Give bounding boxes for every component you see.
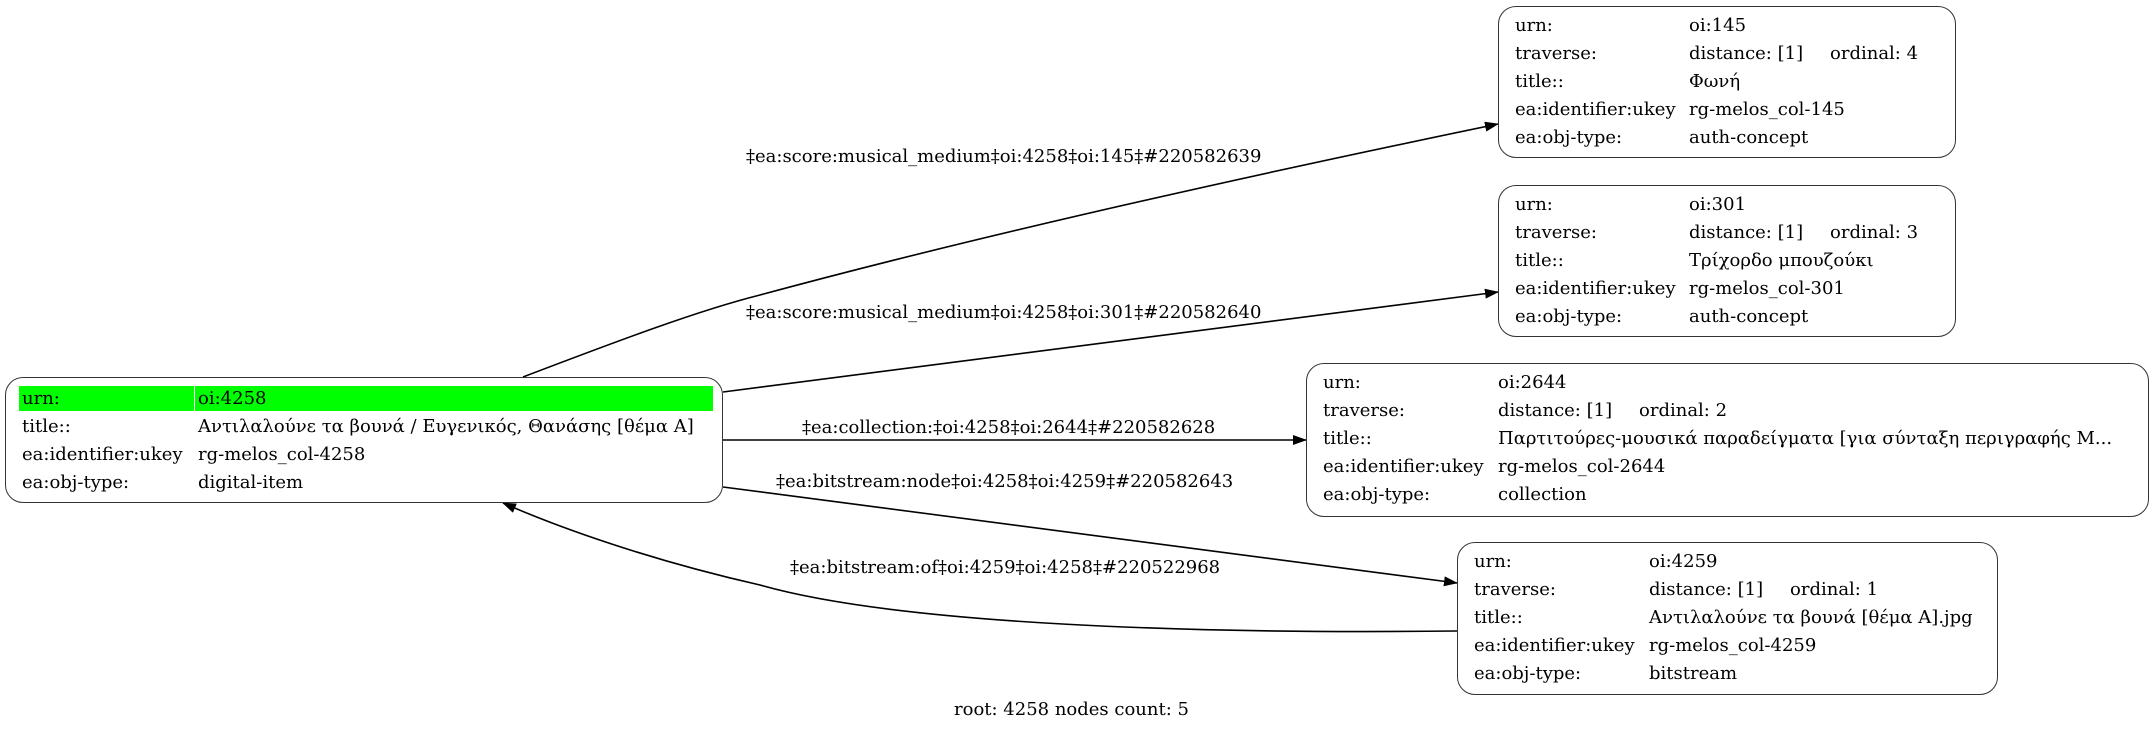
title-key: title:: <box>1323 428 1372 449</box>
distance-value: distance: [1] <box>1689 43 1804 64</box>
node-urn-row: urn: oi:301 <box>1499 192 1955 217</box>
node-urn-row: urn: oi:2644 <box>1307 370 2148 395</box>
root-title-value: Αντιλαλούνε τα βουνά / Ευγενικός, Θανάση… <box>198 416 694 437</box>
urn-key: urn: <box>1323 372 1361 393</box>
node-title-row: title:: Παρτιτούρες-μουσικά παραδείγματα… <box>1307 426 2148 451</box>
graph-footer: root: 4258 nodes count: 5 <box>954 699 1189 720</box>
root-row-ukey: ea:identifier:ukey rg-melos_col-4258 <box>6 442 722 467</box>
node-title-row: title:: Αντιλαλούνε τα βουνά [θέμα Α].jp… <box>1458 605 1997 630</box>
root-type-key: ea:obj-type: <box>22 472 130 493</box>
title-key: title:: <box>1515 71 1564 92</box>
node-ukey-row: ea:identifier:ukey rg-melos_col-4259 <box>1458 633 1997 658</box>
traverse-key: traverse: <box>1515 222 1597 243</box>
edge-4258-to-301 <box>722 288 1499 393</box>
title-value: Φωνή <box>1689 71 1741 92</box>
node-ukey-row: ea:identifier:ukey rg-melos_col-301 <box>1499 276 1955 301</box>
urn-value: oi:145 <box>1689 15 1747 36</box>
urn-value: oi:301 <box>1689 194 1747 215</box>
ordinal-value: ordinal: 3 <box>1830 222 1919 243</box>
title-value: Τρίχορδο μπουζούκι <box>1689 250 1874 271</box>
node-traverse-row: traverse: distance: [1] ordinal: 1 <box>1458 577 1997 602</box>
traverse-key: traverse: <box>1474 579 1556 600</box>
urn-key: urn: <box>1515 15 1553 36</box>
root-row-title: title:: Αντιλαλούνε τα βουνά / Ευγενικός… <box>6 414 722 439</box>
node-traverse-row: traverse: distance: [1] ordinal: 4 <box>1499 41 1955 66</box>
title-value: Παρτιτούρες-μουσικά παραδείγματα [για σύ… <box>1498 428 2113 449</box>
type-value: collection <box>1498 484 1587 505</box>
node-title-row: title:: Τρίχορδο μπουζούκι <box>1499 248 1955 273</box>
urn-key: urn: <box>1515 194 1553 215</box>
root-ukey-value: rg-melos_col-4258 <box>198 444 366 465</box>
node-type-row: ea:obj-type: auth-concept <box>1499 304 1955 329</box>
node-oi-2644[interactable]: urn: oi:2644 traverse: distance: [1] ord… <box>1306 363 2149 517</box>
type-value: bitstream <box>1649 663 1738 684</box>
ukey-key: ea:identifier:ukey <box>1323 456 1484 477</box>
ukey-key: ea:identifier:ukey <box>1515 278 1676 299</box>
title-key: title:: <box>1474 607 1523 628</box>
node-oi-145[interactable]: urn: oi:145 traverse: distance: [1] ordi… <box>1498 6 1956 158</box>
node-traverse-row: traverse: distance: [1] ordinal: 3 <box>1499 220 1955 245</box>
distance-value: distance: [1] <box>1498 400 1613 421</box>
edge-label-4258-4259: ‡ea:bitstream:node‡oi:4258‡oi:4259‡#2205… <box>776 471 1234 492</box>
traverse-key: traverse: <box>1323 400 1405 421</box>
root-title-key: title:: <box>22 416 71 437</box>
root-type-value: digital-item <box>198 472 304 493</box>
type-key: ea:obj-type: <box>1323 484 1431 505</box>
root-node[interactable]: urn: oi:4258 title:: Αντιλαλούνε τα βουν… <box>5 377 723 503</box>
node-type-row: ea:obj-type: auth-concept <box>1499 125 1955 150</box>
ordinal-value: ordinal: 4 <box>1830 43 1919 64</box>
edge-4259-to-4258 <box>502 502 1458 633</box>
type-value: auth-concept <box>1689 127 1809 148</box>
root-row-type: ea:obj-type: digital-item <box>6 470 722 495</box>
type-key: ea:obj-type: <box>1515 306 1623 327</box>
node-urn-row: urn: oi:145 <box>1499 13 1955 38</box>
edge-label-4258-145: ‡ea:score:musical_medium‡oi:4258‡oi:145‡… <box>746 146 1262 167</box>
ukey-key: ea:identifier:ukey <box>1515 99 1676 120</box>
edge-label-4258-2644: ‡ea:collection:‡oi:4258‡oi:2644‡#2205826… <box>802 417 1216 438</box>
ordinal-value: ordinal: 1 <box>1790 579 1879 600</box>
ukey-value: rg-melos_col-301 <box>1689 278 1845 299</box>
edge-label-4258-301: ‡ea:score:musical_medium‡oi:4258‡oi:301‡… <box>746 302 1262 323</box>
edge-4258-to-4259 <box>722 486 1458 587</box>
node-oi-301[interactable]: urn: oi:301 traverse: distance: [1] ordi… <box>1498 185 1956 337</box>
title-key: title:: <box>1515 250 1564 271</box>
ukey-value: rg-melos_col-2644 <box>1498 456 1666 477</box>
node-type-row: ea:obj-type: bitstream <box>1458 661 1997 686</box>
root-row-urn: urn: oi:4258 <box>6 386 722 411</box>
edge-label-4259-4258: ‡ea:bitstream:of‡oi:4259‡oi:4258‡#220522… <box>790 557 1221 578</box>
root-ukey-key: ea:identifier:ukey <box>22 444 183 465</box>
urn-value: oi:2644 <box>1498 372 1567 393</box>
ukey-value: rg-melos_col-145 <box>1689 99 1845 120</box>
root-urn-key: urn: <box>19 386 194 411</box>
distance-value: distance: [1] <box>1689 222 1804 243</box>
node-traverse-row: traverse: distance: [1] ordinal: 2 <box>1307 398 2148 423</box>
distance-value: distance: [1] <box>1649 579 1764 600</box>
urn-key: urn: <box>1474 551 1512 572</box>
edge-4258-to-145 <box>522 121 1499 378</box>
node-title-row: title:: Φωνή <box>1499 69 1955 94</box>
title-value: Αντιλαλούνε τα βουνά [θέμα Α].jpg <box>1649 607 1973 628</box>
node-ukey-row: ea:identifier:ukey rg-melos_col-2644 <box>1307 454 2148 479</box>
ordinal-value: ordinal: 2 <box>1639 400 1728 421</box>
node-type-row: ea:obj-type: collection <box>1307 482 2148 507</box>
urn-value: oi:4259 <box>1649 551 1718 572</box>
node-ukey-row: ea:identifier:ukey rg-melos_col-145 <box>1499 97 1955 122</box>
node-oi-4259[interactable]: urn: oi:4259 traverse: distance: [1] ord… <box>1457 542 1998 695</box>
node-urn-row: urn: oi:4259 <box>1458 549 1997 574</box>
traverse-key: traverse: <box>1515 43 1597 64</box>
type-key: ea:obj-type: <box>1474 663 1582 684</box>
ukey-value: rg-melos_col-4259 <box>1649 635 1817 656</box>
ukey-key: ea:identifier:ukey <box>1474 635 1635 656</box>
root-urn-value: oi:4258 <box>195 386 713 411</box>
type-value: auth-concept <box>1689 306 1809 327</box>
type-key: ea:obj-type: <box>1515 127 1623 148</box>
